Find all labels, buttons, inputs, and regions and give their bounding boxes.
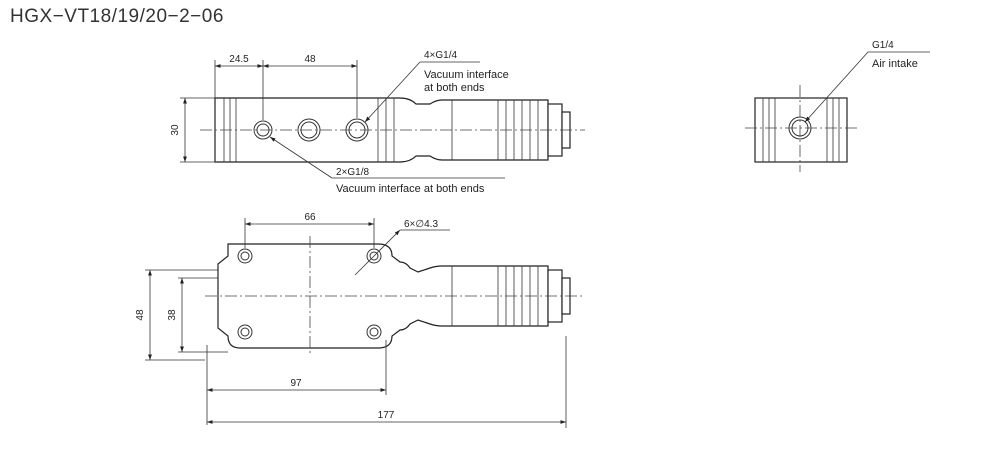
dim-height-hole: 38 — [167, 309, 178, 321]
dim-port-pitch: 48 — [304, 54, 316, 65]
label-ports-g14-qty: 4×G1/4 — [424, 50, 458, 61]
dim-left-offset: 24.5 — [229, 54, 249, 65]
side-view-body — [754, 97, 848, 163]
dim-mount-length: 97 — [290, 378, 302, 389]
drawing-title: HGX−VT18/19/20−2−06 — [10, 6, 224, 27]
dim-height-outer: 48 — [135, 309, 146, 321]
label-air-intake: Air intake — [872, 58, 918, 70]
label-air-port: G1/4 — [872, 40, 894, 51]
mount-hole — [366, 248, 382, 264]
mount-hole — [237, 248, 253, 264]
dim-hole-pitch: 66 — [304, 212, 316, 223]
label-ports-g14-line2: at both ends — [424, 82, 485, 94]
mount-hole — [366, 324, 382, 340]
label-ports-g14-line1: Vacuum interface — [424, 69, 509, 81]
bottom-view: 66 6×∅4.3 48 38 97 177 — [135, 212, 585, 428]
dim-overall-length: 177 — [378, 410, 395, 421]
label-ports-g18-qty: 2×G1/8 — [336, 167, 370, 178]
label-ports-g18-desc: Vacuum interface at both ends — [336, 183, 485, 195]
mount-hole — [237, 324, 253, 340]
side-view: G1/4 Air intake — [745, 40, 930, 172]
label-mount-holes: 6×∅4.3 — [404, 219, 438, 230]
top-view: 24.5 48 30 4×G1/4 Vacuum interface at bo… — [170, 50, 585, 195]
dim-height: 30 — [170, 124, 181, 136]
bottom-view-body — [217, 243, 549, 349]
